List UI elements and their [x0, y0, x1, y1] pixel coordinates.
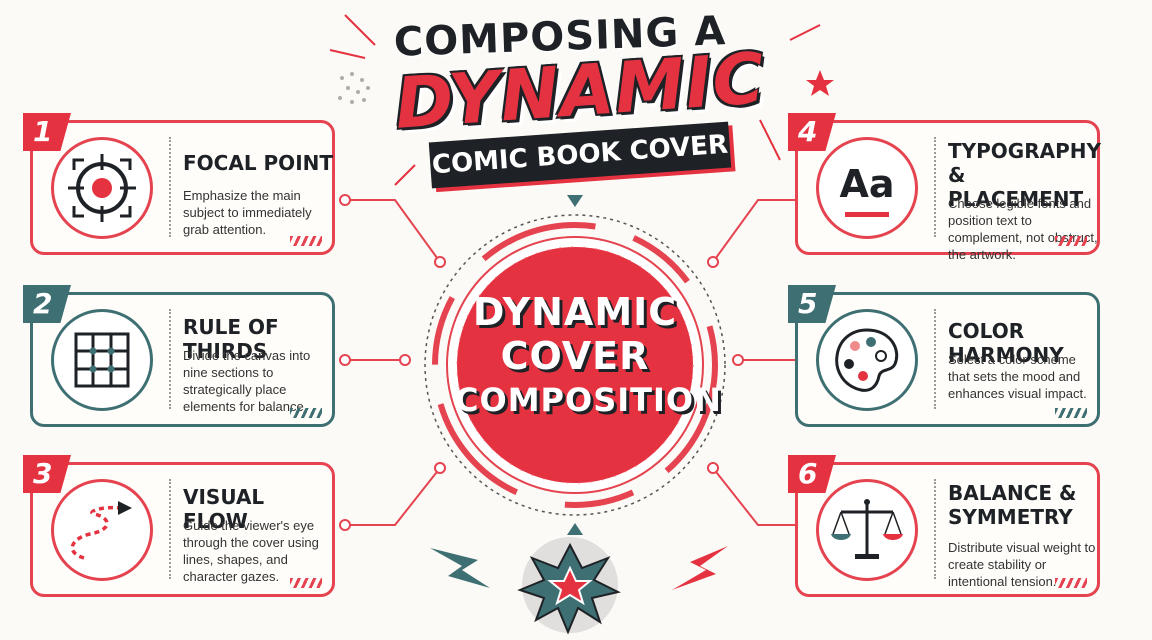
- card-title: BALANCE & SYMMETRY: [948, 481, 1077, 529]
- card-divider: [934, 137, 936, 237]
- card-stripes-decoration: [1055, 408, 1087, 418]
- card-stripes-decoration: [1055, 236, 1087, 246]
- card-title: TYPOGRAPHY & PLACEMENT: [948, 139, 1101, 211]
- lightning-left-icon: [430, 548, 490, 588]
- card-focal-point: 1 FOCAL POINT Emphasize the main subject…: [23, 113, 335, 255]
- card-text: Distribute visual weight to create stabi…: [948, 540, 1096, 589]
- typography-icon: Aa: [816, 137, 918, 239]
- card-divider: [169, 137, 171, 237]
- center-segment-ring: [432, 222, 718, 508]
- card-stripes-decoration: [290, 578, 322, 588]
- card-divider: [169, 479, 171, 579]
- star-decoration: [806, 70, 834, 96]
- typography-underline: [845, 212, 889, 217]
- card-stripes-decoration: [1055, 578, 1087, 588]
- card-text: Emphasize the main subject to immediatel…: [183, 188, 312, 237]
- card-title: VISUAL FLOW: [183, 485, 265, 533]
- bottom-burst-decoration: [517, 537, 621, 635]
- card-color-harmony: 5 COLOR HARMONY Select a color scheme th…: [788, 285, 1100, 427]
- flow-arrow-icon: [51, 479, 153, 581]
- card-typography: 4 Aa TYPOGRAPHY & PLACEMENT Choose legib…: [788, 113, 1101, 262]
- connector-lines: [345, 199, 805, 526]
- target-icon: [51, 137, 153, 239]
- center-dashed-ring: [424, 214, 726, 516]
- bottom-arrow-marker: [567, 523, 583, 535]
- card-title: COLOR HARMONY: [948, 319, 1064, 367]
- lightning-right-icon: [672, 546, 728, 590]
- halftone-dots-decoration: [338, 72, 370, 104]
- card-title: RULE OF THIRDS: [183, 315, 279, 363]
- card-text: Divide the canvas into nine sections to …: [183, 348, 311, 414]
- center-line-1: DYNAMIC: [472, 290, 678, 334]
- card-text: Select a color scheme that sets the mood…: [948, 352, 1087, 401]
- card-stripes-decoration: [290, 236, 322, 246]
- card-divider: [169, 309, 171, 409]
- card-text: Guide the viewer's eye through the cover…: [183, 518, 319, 584]
- card-divider: [934, 309, 936, 409]
- center-red-disc: [457, 247, 693, 483]
- card-balance-symmetry: 6 BALANCE & SYMMETRY Distribute visual w…: [788, 455, 1100, 597]
- top-arrow-marker: [567, 195, 583, 207]
- grid-icon: [51, 309, 153, 411]
- palette-icon: [816, 309, 918, 411]
- typography-icon-text: Aa: [839, 162, 895, 206]
- card-visual-flow: 3 VISUAL FLOW Guide the viewer's eye thr…: [23, 455, 335, 597]
- title-burst-decoration: [329, 14, 821, 186]
- card-rule-of-thirds: 2 RULE OF THIRDS Divide the canvas into …: [23, 285, 335, 427]
- center-label: DYNAMIC COVER COMPOSITION: [455, 290, 722, 422]
- center-rays-decoration: [456, 246, 694, 484]
- center-line-2: COVER: [500, 334, 650, 378]
- card-stripes-decoration: [290, 408, 322, 418]
- card-divider: [934, 479, 936, 579]
- card-text: Choose legible fonts and position text t…: [948, 196, 1098, 262]
- card-title: FOCAL POINT: [183, 151, 334, 175]
- card-number: 4: [788, 113, 836, 151]
- scales-icon: [816, 479, 918, 581]
- center-line-3: COMPOSITION: [455, 381, 722, 419]
